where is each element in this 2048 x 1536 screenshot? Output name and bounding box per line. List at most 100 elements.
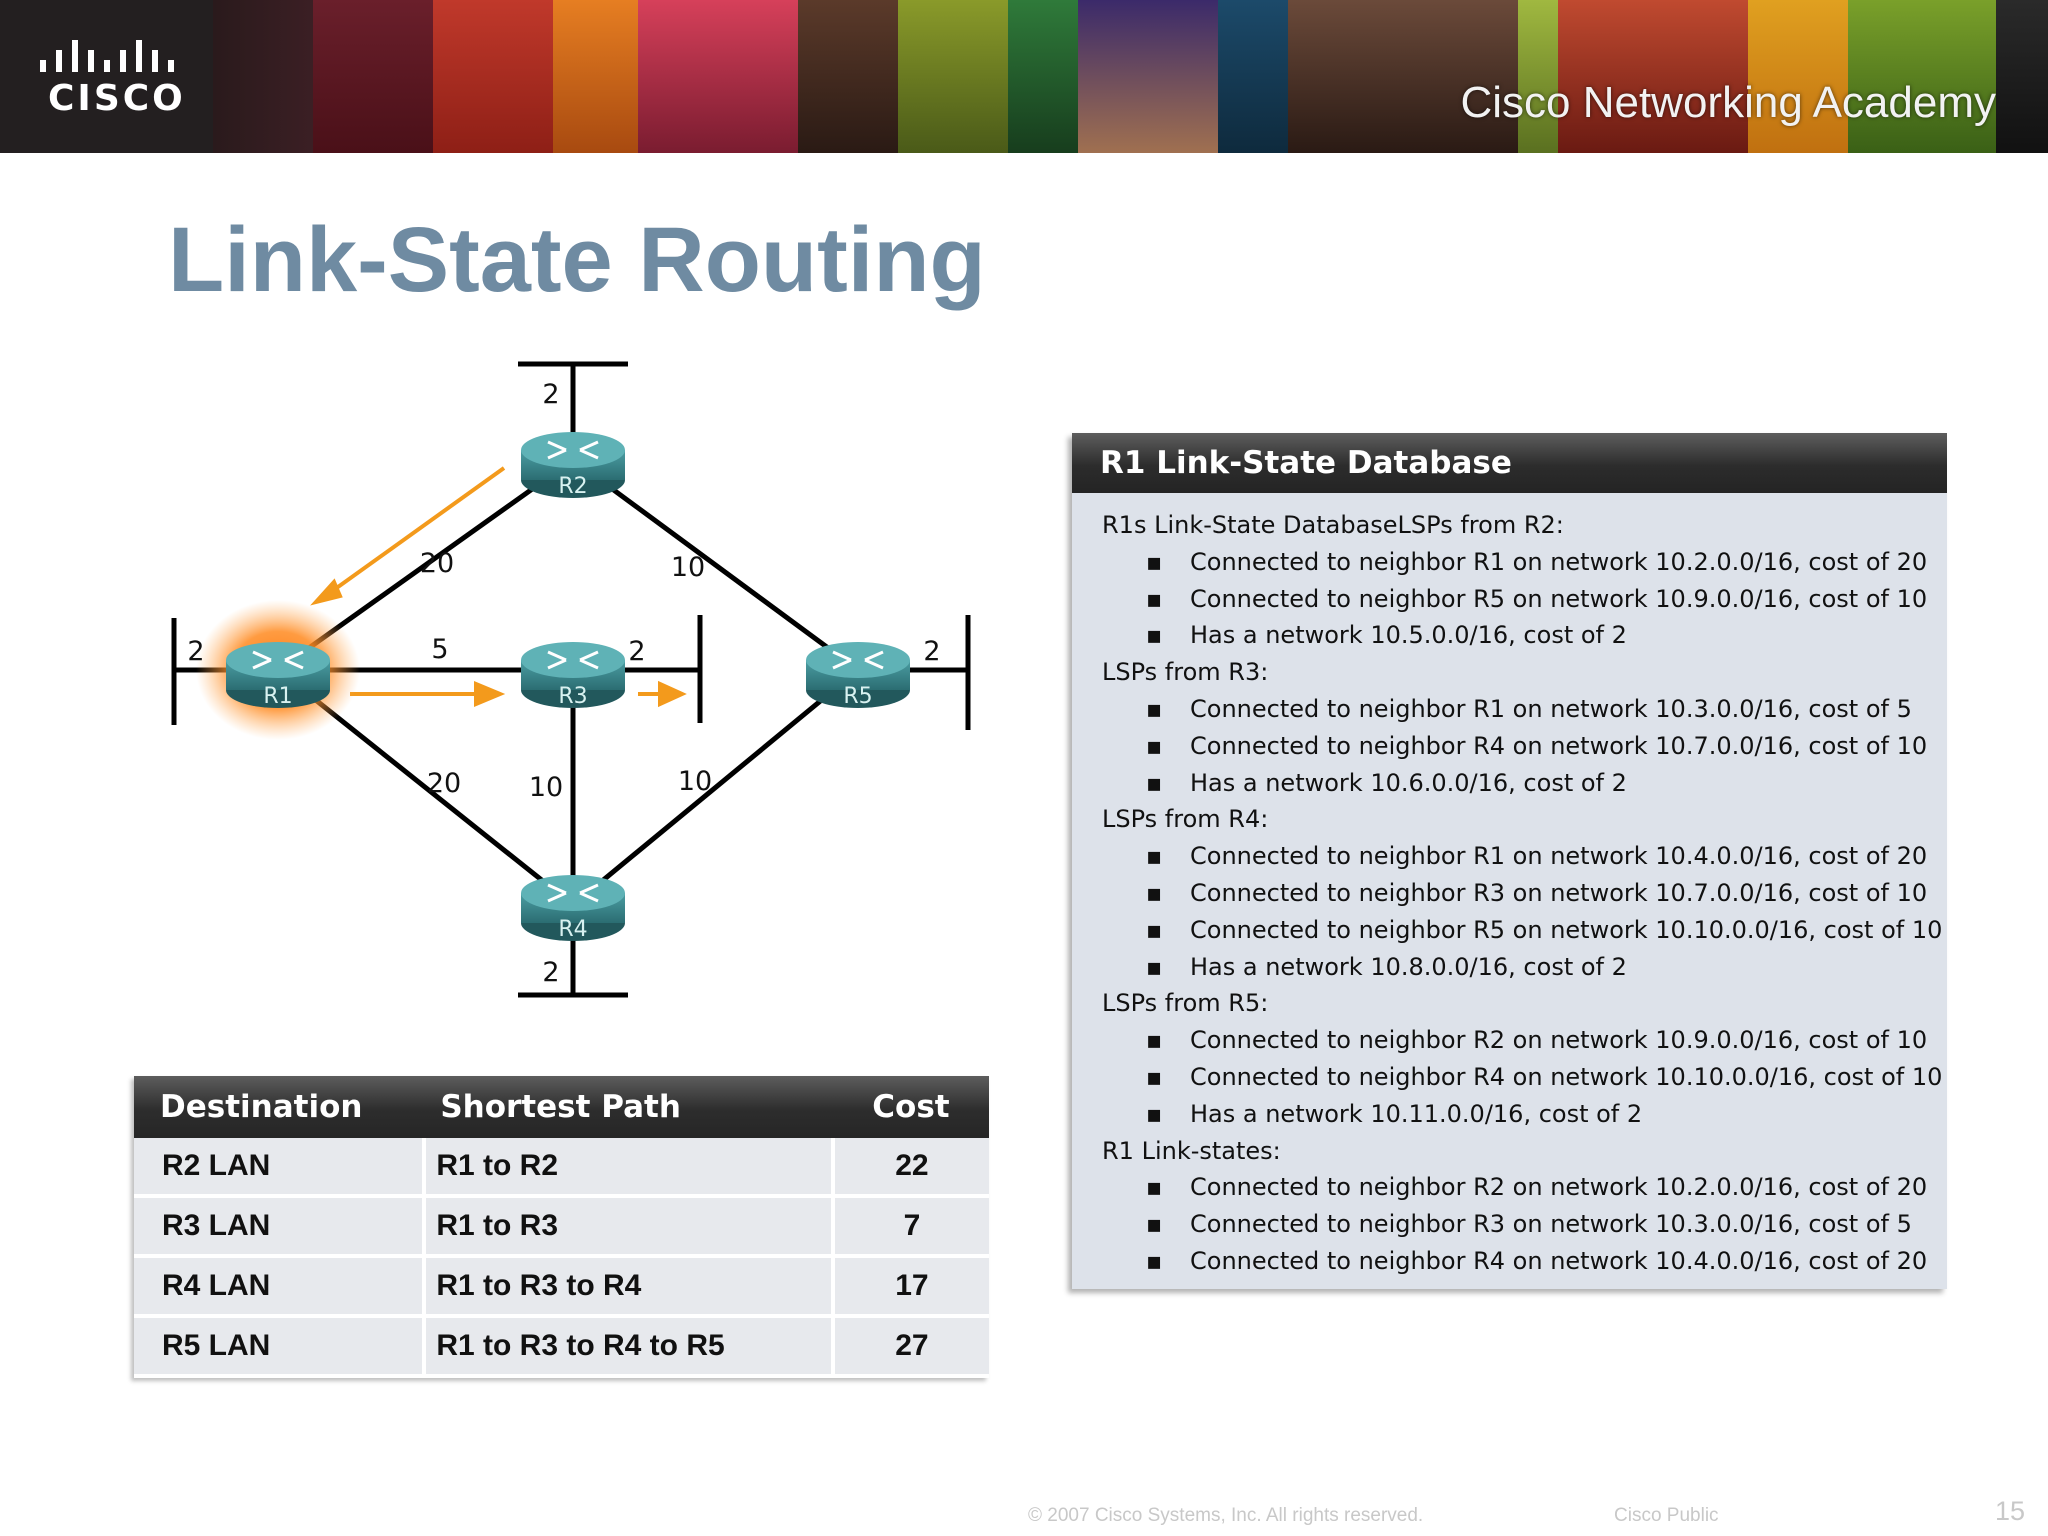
cell-cost: 22 [832,1138,989,1198]
list-item-text: Has a network 10.8.0.0/16, cost of 2 [1190,952,1627,981]
banner-photo [553,0,638,153]
cell-path: R1 to R3 to R4 to R5 [424,1316,835,1378]
cost-r1-r4: 20 [427,768,461,799]
bullet-icon: ▪ [1146,731,1163,760]
cost-r5-lan: 2 [923,636,940,667]
list-item-text: Connected to neighbor R4 on network 10.7… [1190,731,1928,760]
lsp-section-heading: R1s Link-State DatabaseLSPs from R2: [1102,511,1564,539]
cell-path: R1 to R3 to R4 [424,1256,835,1318]
bullet-icon: ▪ [1146,621,1163,650]
router-r1 [226,642,330,708]
classification-label: Cisco Public [1614,1505,1719,1526]
bullet-icon: ▪ [1146,915,1163,944]
table-header-row: Destination Shortest Path Cost [134,1076,989,1138]
flood-arrow-r2-to-r1 [322,466,506,599]
list-item-text: Connected to neighbor R3 on network 10.7… [1190,878,1928,907]
banner-photo [1518,0,1558,153]
slide-title: Link-State Routing [168,209,986,311]
router-arrows-icon [547,883,599,903]
cell-destination: R3 LAN [134,1196,427,1258]
cisco-logo: CISCO [0,0,213,153]
table-row: R2 LAN R1 to R2 22 [134,1138,989,1198]
list-item: ▪Connected to neighbor R2 on network 10.… [1102,1022,1947,1059]
router-arrows-icon [832,650,884,670]
router-label-r4: R4 [558,917,587,942]
list-item: ▪Has a network 10.11.0.0/16, cost of 2 [1102,1096,1947,1133]
cell-cost: 27 [832,1316,989,1378]
banner-photo [213,0,313,153]
shortest-path-table: Destination Shortest Path Cost R2 LAN R1… [134,1076,989,1378]
banner-photo [313,0,433,153]
bullet-icon: ▪ [1146,584,1163,613]
banner-photo [1008,0,1078,153]
list-item: ▪Connected to neighbor R1 on network 10.… [1102,544,1947,581]
cell-destination: R5 LAN [134,1316,427,1378]
lsp-section-heading: LSPs from R4: [1102,805,1269,834]
cisco-wordmark: CISCO [48,78,186,119]
banner-photo [1218,0,1288,153]
table-row: R5 LAN R1 to R3 to R4 to R5 27 [134,1316,989,1378]
network-topology-diagram: R1 R2 R3 R4 R5 20 10 5 20 10 10 2 2 2 2 … [171,361,971,998]
router-label-r2: R2 [558,474,587,499]
lsp-section-heading: R1 Link-states: [1102,1136,1281,1165]
banner-photo [1558,0,1748,153]
cost-r2-lan: 2 [542,379,559,410]
bullet-icon: ▪ [1146,694,1163,723]
banner-photo [1748,0,1848,153]
copyright-notice: © 2007 Cisco Systems, Inc. All rights re… [1028,1505,1424,1526]
list-item: ▪Connected to neighbor R5 on network 10.… [1102,912,1947,949]
bullet-icon: ▪ [1146,1026,1163,1055]
list-item: ▪ Connected to neighbor R1 on network 10.… [1102,691,1947,728]
cost-r1-r3: 5 [431,634,448,665]
panel-title: R1 Link-State Database [1072,433,1947,493]
list-item: ▪ Has a network 10.8.0.0/16, cost of 2 [1102,949,1947,986]
router-r2 [521,432,625,498]
cell-cost: 17 [832,1256,989,1318]
academy-title: Cisco Networking Academy [1460,78,1996,127]
bullet-icon: ▪ [1146,1173,1163,1202]
link-r2-r5 [571,457,860,673]
cell-destination: R2 LAN [134,1138,427,1198]
cost-r1-lan: 2 [187,636,204,667]
lsp-section-heading: LSPs from R3: [1102,658,1269,687]
col-shortest-path: Shortest Path [424,1076,833,1138]
cost-r4-lan: 2 [542,957,559,988]
link-state-database-panel: R1 Link-State Database R1s Link-State Da… [1072,433,1947,1289]
cell-path: R1 to R2 [424,1138,835,1198]
list-item-text: Connected to neighbor R1 on network 10.2… [1190,547,1928,576]
bullet-icon: ▪ [1146,768,1163,797]
banner-photo [898,0,1008,153]
list-item-text: Connected to neighbor R3 on network 10.3… [1190,1210,1912,1239]
cost-r1-r2: 20 [420,548,454,579]
list-item: ▪ Connected to neighbor R3 on network 10.… [1102,875,1947,912]
flood-arrow-head [658,680,687,708]
list-item: ▪Connected to neighbor R3 on network 10.… [1102,1206,1947,1243]
router-r5 [806,642,910,708]
cost-r4-r5: 10 [678,766,712,797]
banner-photo [1996,0,2048,153]
router-r3 [521,642,625,708]
router-arrows-icon [252,650,304,670]
flood-arrow-head [474,681,506,707]
list-item: ▪Connected to neighbor R5 on network 10.… [1102,581,1947,618]
cell-destination: R4 LAN [134,1256,427,1318]
list-item: ▪Connected to neighbor R1 on network 10.… [1102,838,1947,875]
router-arrows-icon [547,650,599,670]
router-label-r5: R5 [843,684,872,709]
banner-photo [1288,0,1518,153]
cost-r2-r5: 10 [671,552,705,583]
bullet-icon: ▪ [1146,1099,1163,1128]
bullet-icon: ▪ [1146,952,1163,981]
list-item-text: Connected to neighbor R1 on network 10.3… [1190,694,1912,723]
list-item: ▪ Connected to neighbor R4 on network 10.… [1102,728,1947,765]
link-r4-r5 [571,668,860,907]
router-label-r1: R1 [263,684,292,709]
bullet-icon: ▪ [1146,878,1163,907]
banner-photo [1848,0,1996,153]
panel-body: R1s Link-State DatabaseLSPs from R2:▪Con… [1072,493,1947,1280]
list-item: ▪Connected to neighbor R2 on network 10.… [1102,1169,1947,1206]
list-item-text: Connected to neighbor R4 on network 10.1… [1190,1062,1943,1091]
banner-photo [1078,0,1218,153]
list-item: ▪Has a network 10.5.0.0/16, cost of 2 [1102,617,1947,654]
lsp-section-heading: LSPs from R5: [1102,989,1269,1018]
